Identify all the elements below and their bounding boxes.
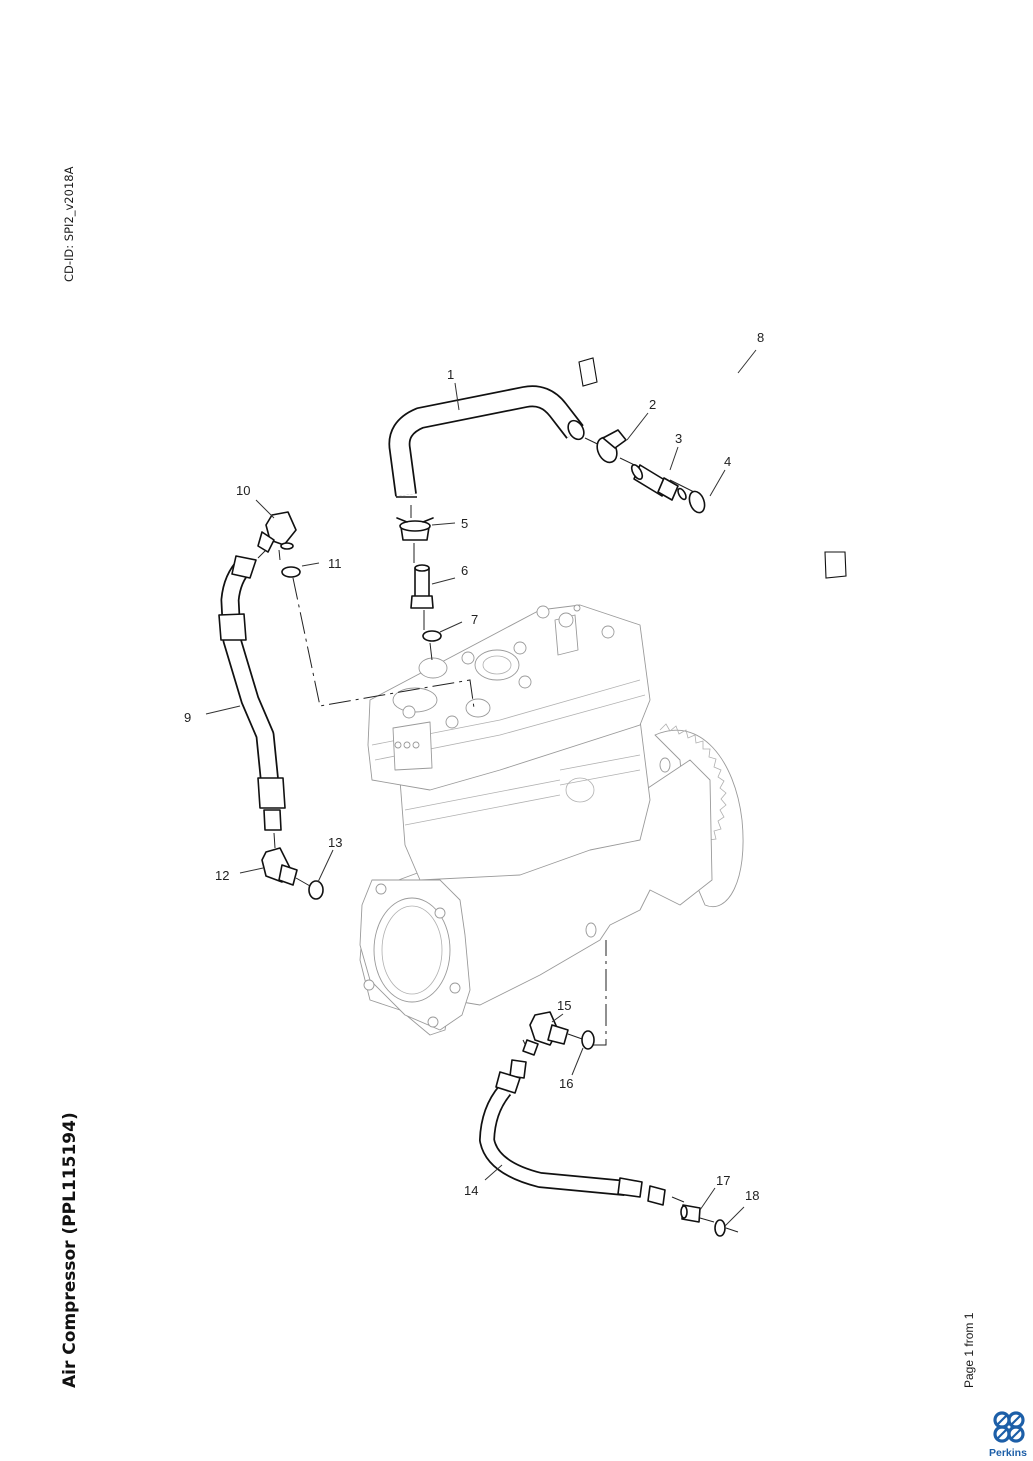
callout-16: 16	[559, 1076, 573, 1091]
callout-17: 17	[716, 1173, 730, 1188]
part-18-ring	[714, 1219, 726, 1237]
part-1-hose	[388, 385, 585, 498]
part-7-ring	[422, 630, 442, 642]
part-17-adapter	[680, 1204, 701, 1223]
part-5-clamp	[396, 517, 434, 541]
part-2-clamp	[596, 429, 627, 464]
part-10-elbow	[257, 511, 297, 553]
part-13-ring	[308, 880, 324, 900]
callout-3: 3	[675, 431, 682, 446]
callout-1: 1	[447, 367, 454, 382]
part-4-ring	[688, 490, 706, 514]
callout-8: 8	[757, 330, 764, 345]
callout-14: 14	[464, 1183, 478, 1198]
callout-2: 2	[649, 397, 656, 412]
part-11-ring	[281, 566, 301, 578]
callout-15: 15	[557, 998, 571, 1013]
brand-name: Perkins	[989, 1447, 1027, 1459]
part-16-ring	[581, 1030, 595, 1050]
part-12-elbow	[261, 847, 298, 886]
callout-6: 6	[461, 563, 468, 578]
part-6-fitting	[410, 564, 434, 609]
callout-7: 7	[471, 612, 478, 627]
part-9-hose	[218, 555, 286, 831]
air-compressor-body	[359, 604, 744, 1036]
callout-11: 11	[328, 556, 342, 571]
callout-18: 18	[745, 1188, 759, 1203]
callout-12: 12	[215, 868, 229, 883]
callout-10: 10	[236, 483, 250, 498]
callout-5: 5	[461, 516, 468, 531]
perkins-logo-icon	[993, 1411, 1025, 1443]
callout-9: 9	[184, 710, 191, 725]
part-14-hose	[479, 1059, 666, 1206]
part-8-pipe	[578, 304, 847, 579]
callout-13: 13	[328, 835, 342, 850]
callouts: 1 2 3 4 5 6 7 8 9 10 11 12 13 14 15 16 1	[184, 330, 764, 1227]
part-3-adapter	[630, 463, 687, 501]
part-15-elbow	[522, 1011, 569, 1056]
callout-4: 4	[724, 454, 731, 469]
